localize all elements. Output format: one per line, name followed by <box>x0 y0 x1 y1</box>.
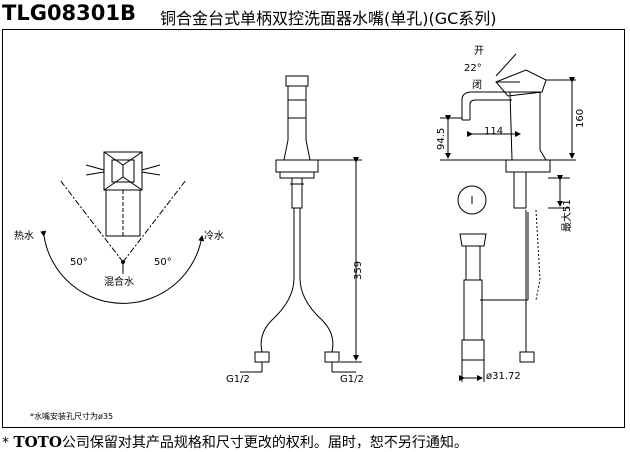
max-thickness-dim-label: 最大51 <box>562 199 573 232</box>
drawing-frame <box>2 29 625 428</box>
drain-top <box>457 185 487 215</box>
header: TLG08301B 铜合金台式单柄双控洗面器水嘴(单孔)(GC系列) <box>0 0 630 28</box>
height-dim-label: 359 <box>353 260 364 280</box>
top-view <box>40 151 205 304</box>
right-angle-label: 50° <box>154 257 172 268</box>
product-title: 铜合金台式单柄双控洗面器水嘴(单孔)(GC系列) <box>160 9 497 28</box>
mixed-water-label: 混合水 <box>104 277 134 288</box>
installation-footnote: *水嘴安装孔尺寸为ø35 <box>30 412 114 421</box>
front-base <box>275 159 319 173</box>
front-body <box>283 85 311 161</box>
side-lever <box>495 69 547 97</box>
lever-angle-label: 22° <box>464 63 482 74</box>
front-view <box>240 75 362 373</box>
drain-tail <box>461 339 485 361</box>
spout <box>461 91 514 120</box>
left-thread-label: G1/2 <box>226 374 250 385</box>
closed-label: 闭 <box>472 80 482 91</box>
drain-cap <box>459 233 487 247</box>
front-stem <box>291 177 303 209</box>
brand-logo-text: TOTO <box>13 433 62 451</box>
drain-diameter-label: ø31.72 <box>486 371 521 382</box>
hot-water-label: 热水 <box>14 231 34 242</box>
left-hose <box>260 208 295 353</box>
model-number: TLG08301B <box>2 1 137 25</box>
disclaimer-text: 公司保留对其产品规格和尺寸更改的权利。届时，恕不另行通知。 <box>61 435 468 451</box>
disclaimer: * TOTO公司保留对其产品规格和尺寸更改的权利。届时，恕不另行通知。 <box>2 432 468 452</box>
left-nut <box>254 351 270 363</box>
reach-dim-label: 114 <box>484 126 504 137</box>
side-body <box>509 91 547 161</box>
spout-height-dim-label: 94.5 <box>436 127 447 150</box>
total-height-dim-label: 160 <box>575 108 586 128</box>
right-hose <box>299 208 334 353</box>
footnote-mark: * <box>30 412 34 421</box>
angle-arc <box>40 230 205 304</box>
left-angle-label: 50° <box>70 257 88 268</box>
cold-ray <box>122 179 187 263</box>
right-thread-label: G1/2 <box>340 374 364 385</box>
cold-water-label: 冷水 <box>204 231 224 242</box>
side-view <box>440 53 576 382</box>
front-cap <box>285 75 309 87</box>
hot-ray <box>59 179 124 263</box>
side-base <box>505 159 551 173</box>
right-nut <box>324 351 340 363</box>
disclaimer-prefix: * <box>2 435 14 451</box>
open-label: 开 <box>474 46 484 57</box>
